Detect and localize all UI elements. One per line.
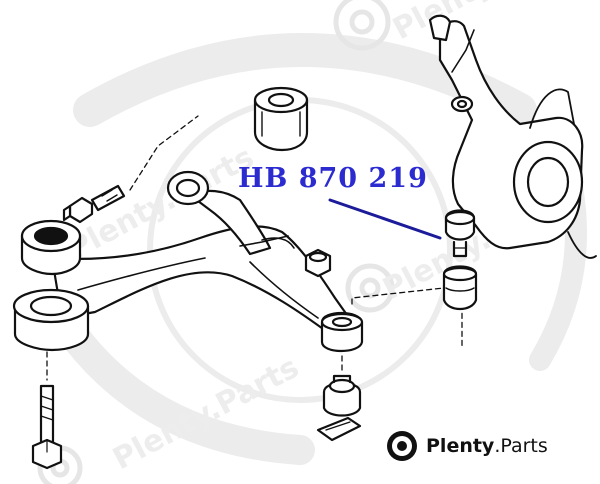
ball-joint-leader-line (351, 285, 463, 347)
lower-bolt (31, 384, 63, 470)
brand-logo[interactable]: Plenty.Parts (384, 426, 548, 466)
lower-rubber-mount (322, 374, 362, 417)
rear-rubber-bushing (253, 86, 309, 152)
ball-joint (444, 209, 476, 258)
brand-name: Plenty (426, 435, 495, 457)
upper-bolt (62, 184, 126, 224)
gear-wheel-icon (387, 431, 417, 461)
brand-suffix: .Parts (494, 435, 548, 457)
lower-control-arm (50, 189, 354, 336)
bolt-leader-line (129, 115, 199, 191)
arm-rear-eye (166, 170, 210, 206)
arm-front-bushing (20, 219, 82, 276)
small-nut (304, 248, 332, 278)
arm-mid-bushing (12, 288, 90, 352)
steering-knuckle (428, 14, 597, 259)
watermark-text: Plenty.Parts (387, 0, 584, 47)
part-number-leader-line (328, 198, 442, 240)
part-number-label: HB 870 219 (238, 163, 428, 194)
retaining-clip (316, 416, 362, 442)
ball-joint-boot (442, 265, 478, 311)
arm-ball-joint-mount (320, 311, 364, 353)
